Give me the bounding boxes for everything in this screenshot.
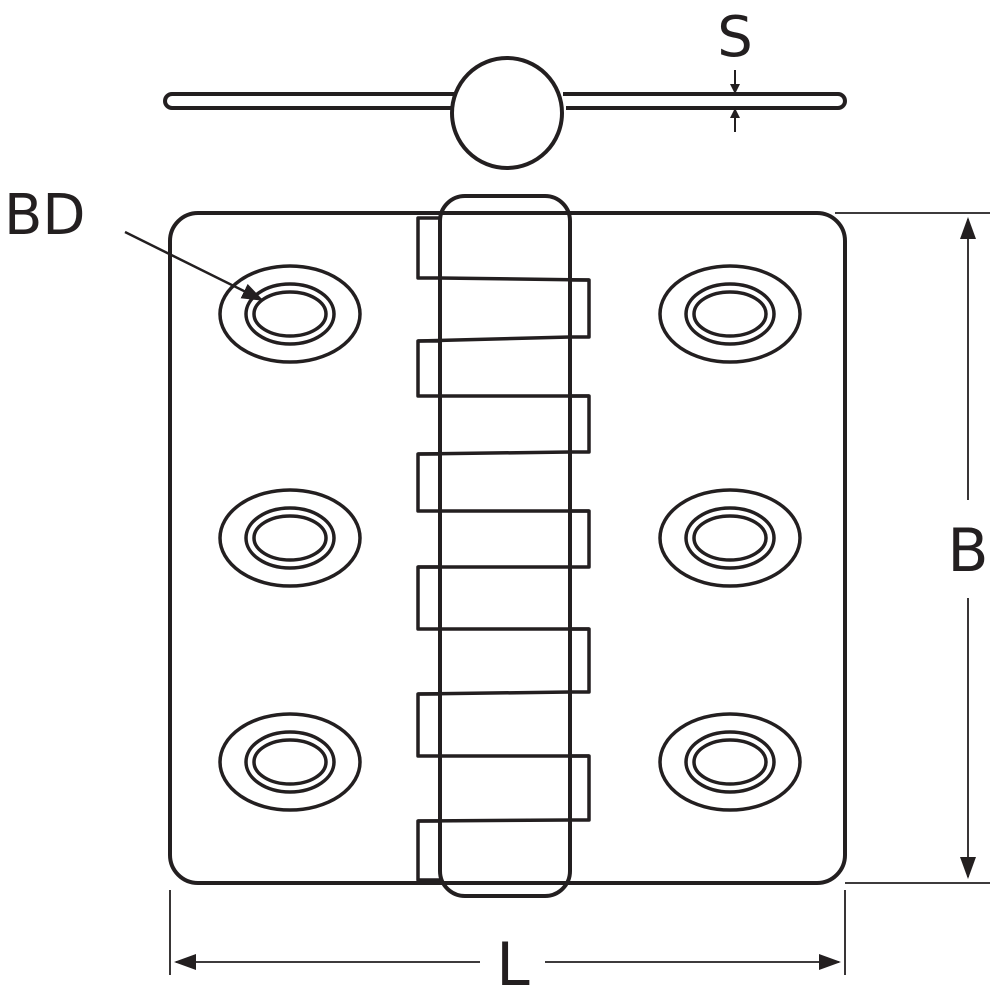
- screw-hole-middle-right: [658, 488, 802, 588]
- side-view: [163, 56, 847, 170]
- width-label: B: [947, 516, 988, 586]
- thickness-label: S: [717, 5, 753, 70]
- bore-diameter-label: BD: [4, 183, 86, 248]
- hinge-plate-outline: [168, 211, 847, 885]
- screw-hole-bottom-right: [658, 712, 802, 812]
- screw-hole-top-left: [218, 264, 362, 364]
- side-view-leaf-right: [563, 92, 847, 110]
- length-label: L: [496, 930, 530, 1000]
- side-view-knuckle: [450, 56, 564, 170]
- screw-holes: [218, 264, 802, 812]
- screw-hole-middle-left: [218, 488, 362, 588]
- bore-diameter-leader: [124, 230, 264, 302]
- hinge-front-view: [168, 194, 847, 898]
- screw-hole-top-right: [658, 264, 802, 364]
- knuckle-segments: [416, 216, 591, 882]
- knuckle-barrel: [438, 194, 572, 898]
- side-view-leaf-left: [163, 92, 456, 110]
- screw-hole-bottom-left: [218, 712, 362, 812]
- width-dimension: [835, 212, 990, 884]
- length-dimension: [169, 890, 846, 975]
